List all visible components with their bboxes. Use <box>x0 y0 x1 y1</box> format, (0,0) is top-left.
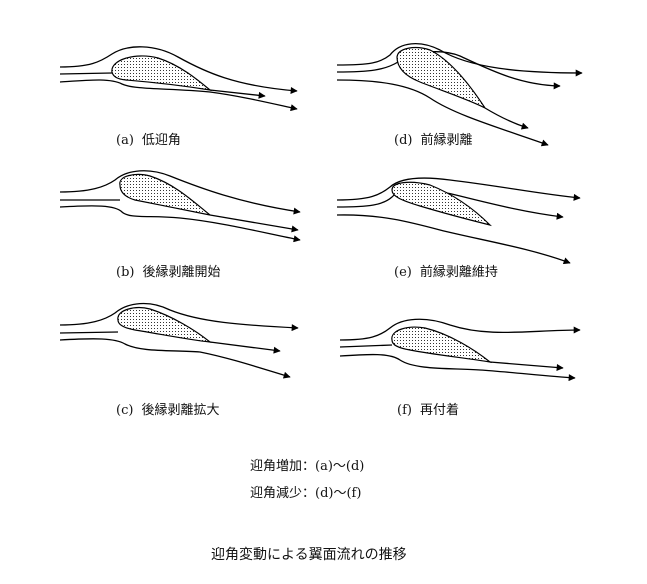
panel-c <box>59 302 299 379</box>
streamline <box>59 331 119 334</box>
panel-e <box>336 177 581 265</box>
streamline <box>59 46 298 94</box>
streamline <box>336 51 561 90</box>
panel-tag: (c) <box>116 403 134 418</box>
panel-label-f: (f) 再付着 <box>397 399 459 418</box>
streamline <box>336 214 571 265</box>
panel-a <box>59 46 298 112</box>
panel-title: 後縁剥離拡大 <box>141 403 220 418</box>
legend-increase: 迎角増加：(a)～(d) <box>250 459 365 474</box>
panel-d <box>336 43 583 147</box>
streamline <box>209 214 299 233</box>
streamline <box>59 302 299 332</box>
airfoil-separation-region <box>391 326 493 363</box>
panel-b <box>59 170 301 243</box>
airfoil-separation-region <box>117 307 212 343</box>
panel-tag: (d) <box>394 133 413 148</box>
streamline <box>336 177 581 201</box>
panel-label-e: (e) 前縁剥離維持 <box>394 261 498 280</box>
streamline <box>209 341 281 354</box>
panel-tag: (a) <box>116 133 134 148</box>
streamline <box>209 89 266 99</box>
panel-label-d: (d) 前縁剥離 <box>394 129 472 148</box>
panel-tag: (f) <box>397 403 412 418</box>
streamline <box>59 79 298 112</box>
figure-caption: 迎角変動による翼面流れの推移 <box>211 547 407 563</box>
panel-title: 後縁剥離開始 <box>142 265 221 280</box>
streamline <box>339 344 393 348</box>
streamline <box>59 338 291 379</box>
panel-label-a: (a) 低迎角 <box>116 129 181 148</box>
airfoil-separation-region <box>391 181 492 227</box>
panel-title: 再付着 <box>419 403 459 418</box>
airfoil-separation-region <box>396 47 486 109</box>
legend-decrease: 迎角減少：(d)～(f) <box>250 486 362 501</box>
panel-tag: (e) <box>394 265 412 280</box>
airfoil-separation-region <box>119 173 211 216</box>
streamline <box>336 79 549 147</box>
streamline <box>336 43 583 77</box>
airfoil-separation-region <box>111 55 213 91</box>
streamline <box>59 205 301 243</box>
streamline <box>489 361 564 371</box>
panel-title: 前縁剥離 <box>420 133 473 148</box>
streamline <box>59 170 301 215</box>
panel-title: 前縁剥離維持 <box>419 265 498 280</box>
panel-tag: (b) <box>116 265 135 280</box>
panel-f <box>339 318 581 382</box>
streamline <box>59 72 113 75</box>
streamline <box>339 318 581 341</box>
streamline <box>339 353 576 382</box>
panel-label-c: (c) 後縁剥離拡大 <box>116 399 219 418</box>
panel-title: 低迎角 <box>141 133 181 148</box>
panel-label-b: (b) 後縁剥離開始 <box>116 261 220 280</box>
streamline <box>484 107 529 130</box>
